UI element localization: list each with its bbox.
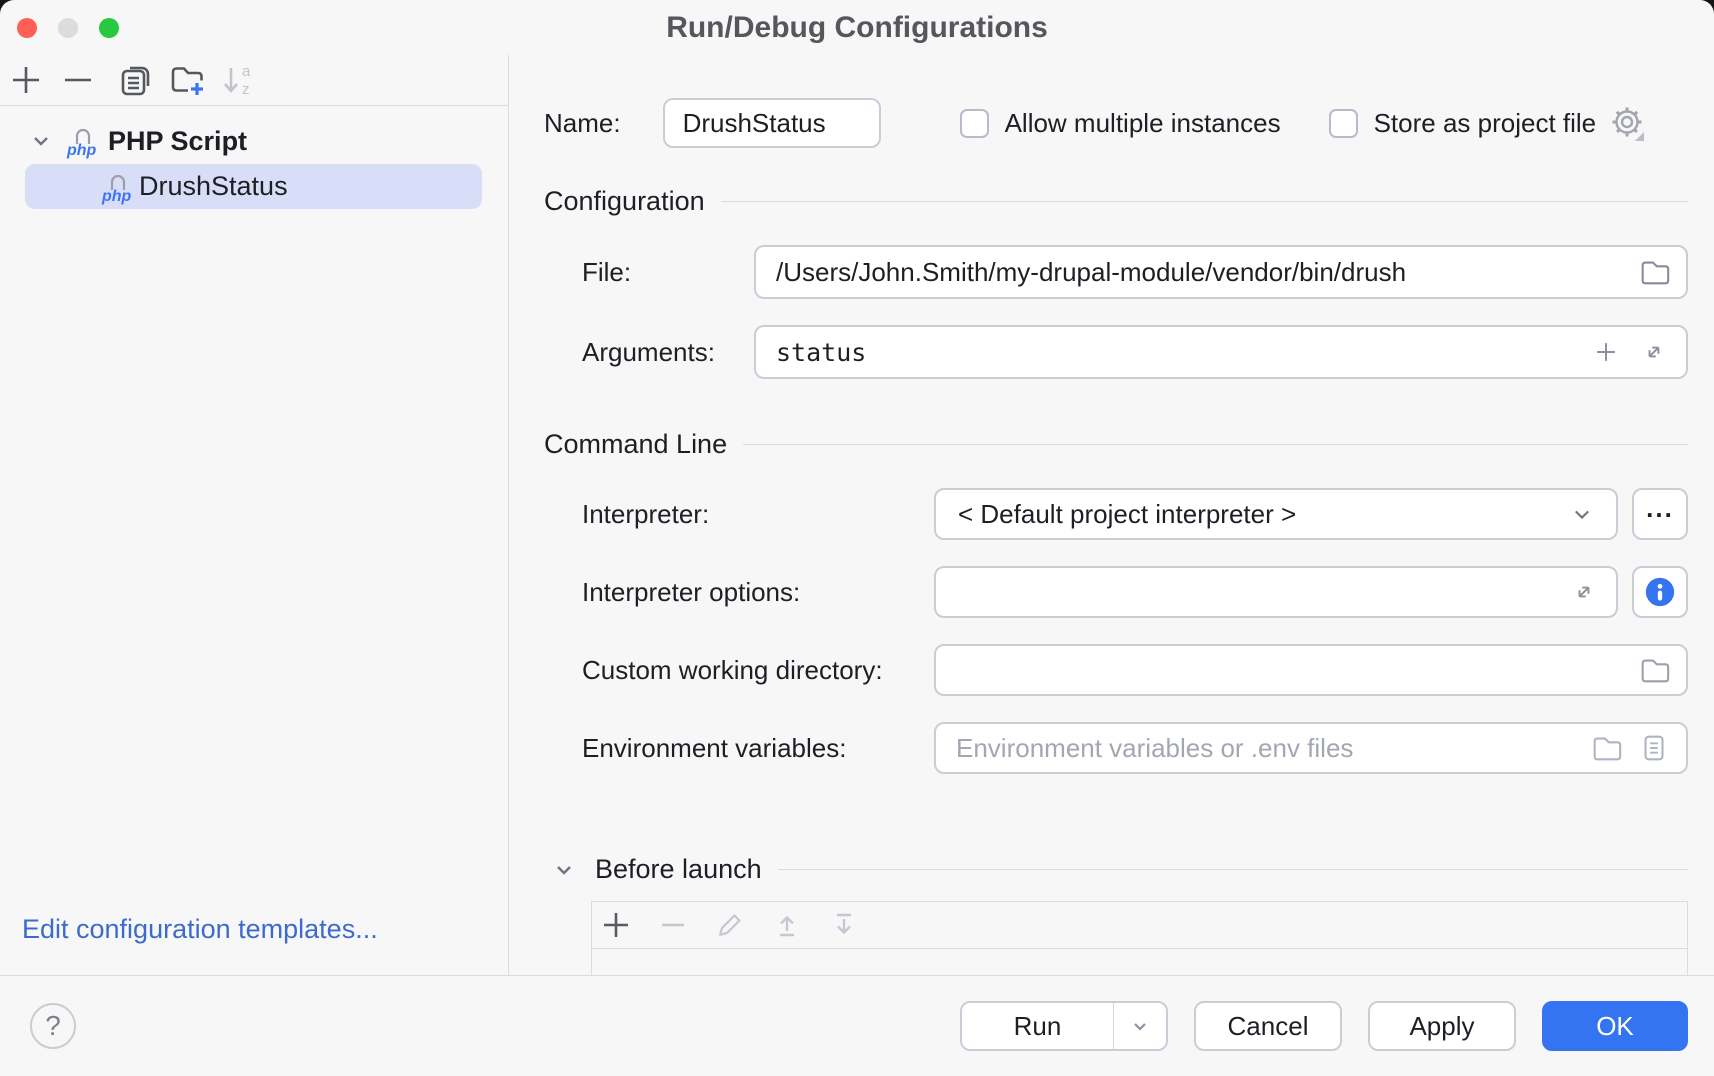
configurations-tree: php PHP Script php DrushStatus: [0, 106, 508, 209]
name-label: Name:: [544, 107, 621, 138]
section-divider: [720, 201, 1688, 202]
expand-arguments-icon[interactable]: [1636, 334, 1672, 370]
interpreter-options-info-button[interactable]: [1632, 566, 1688, 618]
interpreter-label: Interpreter:: [582, 498, 710, 529]
php-script-icon: php: [101, 174, 132, 205]
allow-multiple-instances-label: Allow multiple instances: [1004, 107, 1281, 138]
collapse-before-launch-chevron-icon[interactable]: [551, 857, 577, 883]
arguments-label: Arguments:: [582, 336, 715, 367]
svg-text:a: a: [242, 63, 251, 80]
new-folder-button[interactable]: [167, 60, 207, 100]
before-launch-toolbar: [592, 902, 1687, 949]
store-as-project-file-option: Store as project file: [1328, 107, 1597, 139]
apply-button[interactable]: Apply: [1368, 1001, 1516, 1051]
traffic-lights: [17, 18, 119, 38]
run-button-divider: [1113, 1003, 1114, 1049]
command-line-section-header: Command Line: [544, 429, 728, 459]
svg-text:z: z: [242, 81, 250, 98]
help-icon: ?: [45, 1010, 61, 1041]
arguments-input[interactable]: [754, 325, 1688, 379]
name-input[interactable]: [662, 98, 881, 148]
before-launch-tasks-panel: [591, 901, 1688, 975]
file-input[interactable]: [754, 245, 1688, 299]
info-icon: [1645, 577, 1675, 607]
before-launch-section-header: Before launch: [595, 854, 762, 884]
edit-configuration-templates-link[interactable]: Edit configuration templates...: [22, 914, 378, 944]
store-as-project-file-label: Store as project file: [1373, 107, 1597, 138]
run-button[interactable]: Run: [1013, 1010, 1062, 1041]
svg-text:php: php: [101, 188, 132, 205]
copy-configuration-button[interactable]: [115, 60, 155, 100]
custom-working-directory-label: Custom working directory:: [582, 654, 883, 685]
store-as-project-file-checkbox[interactable]: [1328, 108, 1358, 138]
add-configuration-button[interactable]: [6, 60, 46, 100]
move-task-down-icon[interactable]: [824, 905, 864, 945]
configurations-sidebar: a z php PHP Script php: [0, 55, 509, 975]
chevron-down-icon[interactable]: [28, 128, 54, 154]
expand-options-icon[interactable]: [1566, 574, 1602, 610]
allow-multiple-instances-checkbox[interactable]: [959, 108, 989, 138]
store-settings-gear-icon[interactable]: [1608, 103, 1648, 143]
environment-variables-input[interactable]: [934, 722, 1688, 774]
interpreter-options-label: Interpreter options:: [582, 576, 801, 607]
interpreter-select[interactable]: < Default project interpreter >: [934, 488, 1618, 540]
svg-text:php: php: [66, 142, 97, 159]
add-argument-icon[interactable]: [1588, 334, 1624, 370]
cancel-button[interactable]: Cancel: [1194, 1001, 1342, 1051]
dialog-title: Run/Debug Configurations: [666, 10, 1048, 44]
browse-file-folder-icon[interactable]: [1636, 254, 1672, 290]
move-task-up-icon[interactable]: [767, 905, 807, 945]
file-label: File:: [582, 256, 632, 287]
interpreter-selected-value: < Default project interpreter >: [958, 498, 1297, 529]
close-window-button[interactable]: [17, 18, 37, 38]
environment-variables-label: Environment variables:: [582, 732, 847, 763]
php-script-icon: php: [66, 128, 97, 159]
tree-group-label: PHP Script: [108, 125, 248, 156]
zoom-window-button[interactable]: [99, 18, 119, 38]
sidebar-toolbar: a z: [0, 55, 508, 106]
browse-env-folder-icon[interactable]: [1588, 730, 1624, 766]
minimize-window-button[interactable]: [58, 18, 78, 38]
tree-group-php-script[interactable]: php PHP Script: [0, 120, 508, 162]
remove-task-button[interactable]: [653, 905, 693, 945]
chevron-down-icon: [1564, 496, 1600, 532]
configuration-section-header: Configuration: [544, 186, 705, 216]
help-button[interactable]: ?: [30, 1003, 76, 1049]
run-options-chevron-button[interactable]: [1114, 1003, 1166, 1049]
configuration-form: Name: Allow multiple instances Store as …: [509, 55, 1714, 975]
remove-configuration-button[interactable]: [58, 60, 98, 100]
browse-directory-folder-icon[interactable]: [1636, 652, 1672, 688]
env-variables-list-icon[interactable]: [1636, 730, 1672, 766]
titlebar: Run/Debug Configurations: [0, 0, 1714, 55]
edit-task-pencil-icon[interactable]: [710, 905, 750, 945]
ok-button[interactable]: OK: [1542, 1001, 1688, 1051]
run-split-button: Run: [960, 1001, 1168, 1051]
tree-item-label: DrushStatus: [139, 171, 288, 201]
interpreter-more-button[interactable]: ...: [1632, 488, 1688, 540]
custom-working-directory-input[interactable]: [934, 644, 1688, 696]
sort-configurations-button[interactable]: a z: [219, 60, 259, 100]
interpreter-options-input[interactable]: [934, 566, 1618, 618]
add-task-button[interactable]: [596, 905, 636, 945]
tree-item-drushstatus[interactable]: php DrushStatus: [25, 164, 482, 209]
section-divider: [777, 869, 1688, 870]
section-divider: [743, 444, 1688, 445]
allow-multiple-instances-option: Allow multiple instances: [959, 107, 1281, 139]
dialog-footer: ? Run Cancel Apply OK: [0, 975, 1714, 1076]
